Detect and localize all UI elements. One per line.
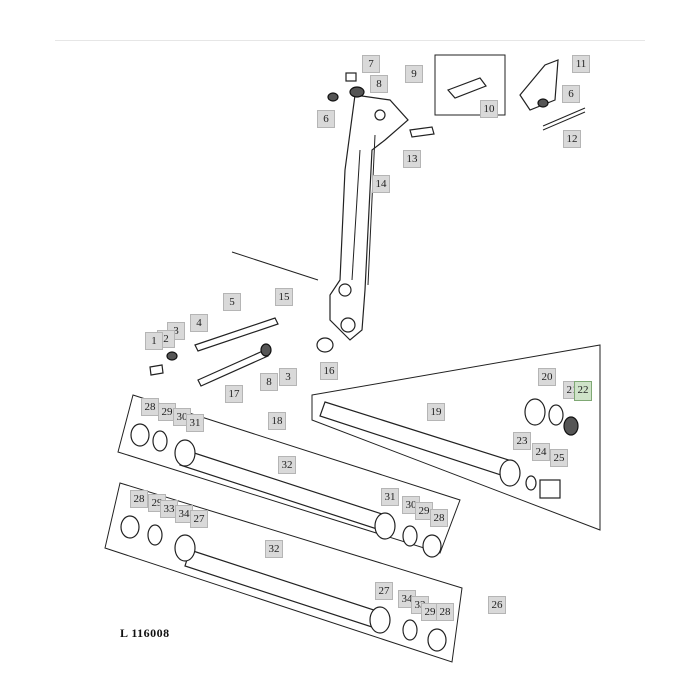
callout-6: 6 (317, 110, 335, 128)
lever-pivot-hole (338, 283, 352, 297)
callout-14: 14 (372, 175, 390, 193)
callout-17: 17 (225, 385, 243, 403)
sleeve-part (539, 479, 561, 499)
callout-9: 9 (405, 65, 423, 83)
lever-lower-hole (340, 317, 356, 333)
bracket-plate (519, 59, 559, 111)
seal-part (548, 404, 564, 426)
callout-22: 22 (574, 381, 592, 401)
callout-23: 23 (513, 432, 531, 450)
document-id-label: L 116008 (120, 626, 170, 640)
callout-28: 28 (141, 398, 159, 416)
axle-part-lower (184, 549, 381, 629)
bushing-upper-left (174, 439, 196, 467)
callout-24: 24 (532, 443, 550, 461)
detail-frame-lower-axle (104, 482, 463, 663)
callout-13: 13 (403, 150, 421, 168)
callout-10: 10 (480, 100, 498, 118)
bushing-lower-right (369, 606, 391, 634)
callout-7: 7 (362, 55, 380, 73)
callout-19: 19 (427, 403, 445, 421)
callout-16: 16 (320, 362, 338, 380)
snap-ring-part (563, 416, 579, 436)
washer-lower-right-2 (427, 628, 447, 652)
washer-part (327, 92, 339, 102)
callout-1: 1 (145, 332, 163, 350)
callout-31b: 31 (381, 488, 399, 506)
callout-27b: 27 (375, 582, 393, 600)
callout-26: 26 (488, 596, 506, 614)
washer-stack-upper-left (130, 423, 150, 447)
nut-part (349, 86, 365, 98)
top-divider (55, 40, 645, 41)
callout-20: 20 (538, 368, 556, 386)
callout-28c: 28 (130, 490, 148, 508)
lever-arm-inner-line (351, 149, 361, 281)
small-nut (260, 343, 272, 357)
lever-top-hole (374, 109, 386, 121)
lever-arm-inner-line-2 (367, 134, 376, 286)
shaft-part (319, 401, 516, 479)
callout-12: 12 (563, 130, 581, 148)
callout-32b: 32 (265, 540, 283, 558)
pin-part-long (194, 317, 279, 352)
bushing-part (524, 398, 546, 426)
callout-8b: 8 (260, 373, 278, 391)
bushing-lower-left (174, 534, 196, 562)
callout-15: 15 (275, 288, 293, 306)
bolt-part (409, 126, 435, 138)
spring-part-edge (542, 107, 586, 127)
callout-29b: 29 (415, 502, 433, 520)
washer-upper-right-2 (422, 534, 442, 558)
ring-part (525, 475, 537, 491)
washer-upper-right (402, 525, 418, 547)
detail-frame-right (311, 344, 601, 531)
washer-lower-right (402, 619, 418, 641)
bushing-part-2 (499, 459, 521, 487)
spring-part (542, 111, 586, 131)
small-bolt (149, 364, 164, 376)
callout-28d: 28 (436, 603, 454, 621)
callout-4: 4 (190, 314, 208, 332)
callout-25: 25 (550, 449, 568, 467)
lever-arm (329, 94, 409, 341)
detail-frame-linkage (434, 54, 506, 116)
detail-frame-upper-axle (117, 394, 461, 554)
callout-5: 5 (223, 293, 241, 311)
callout-18: 18 (268, 412, 286, 430)
callout-32: 32 (278, 456, 296, 474)
pin-part (345, 72, 357, 82)
callout-3b: 3 (279, 368, 297, 386)
pin-part-long-2 (197, 349, 269, 387)
bracket-washer (537, 98, 549, 108)
washer-stack-upper-left-2 (152, 430, 168, 452)
callout-34: 34 (175, 505, 193, 523)
callout-28b: 28 (430, 509, 448, 527)
callout-31: 31 (186, 414, 204, 432)
callout-11: 11 (572, 55, 590, 73)
washer-stack-lower-left-2 (147, 524, 163, 546)
callout-27: 27 (190, 510, 208, 528)
washer-stack-lower-left (120, 515, 140, 539)
callout-8: 8 (370, 75, 388, 93)
knob-part (316, 337, 334, 353)
small-washer (166, 351, 178, 361)
callout-6b: 6 (562, 85, 580, 103)
bushing-upper-right (374, 512, 396, 540)
rod-part (231, 251, 319, 281)
linkage-plate (446, 77, 487, 99)
